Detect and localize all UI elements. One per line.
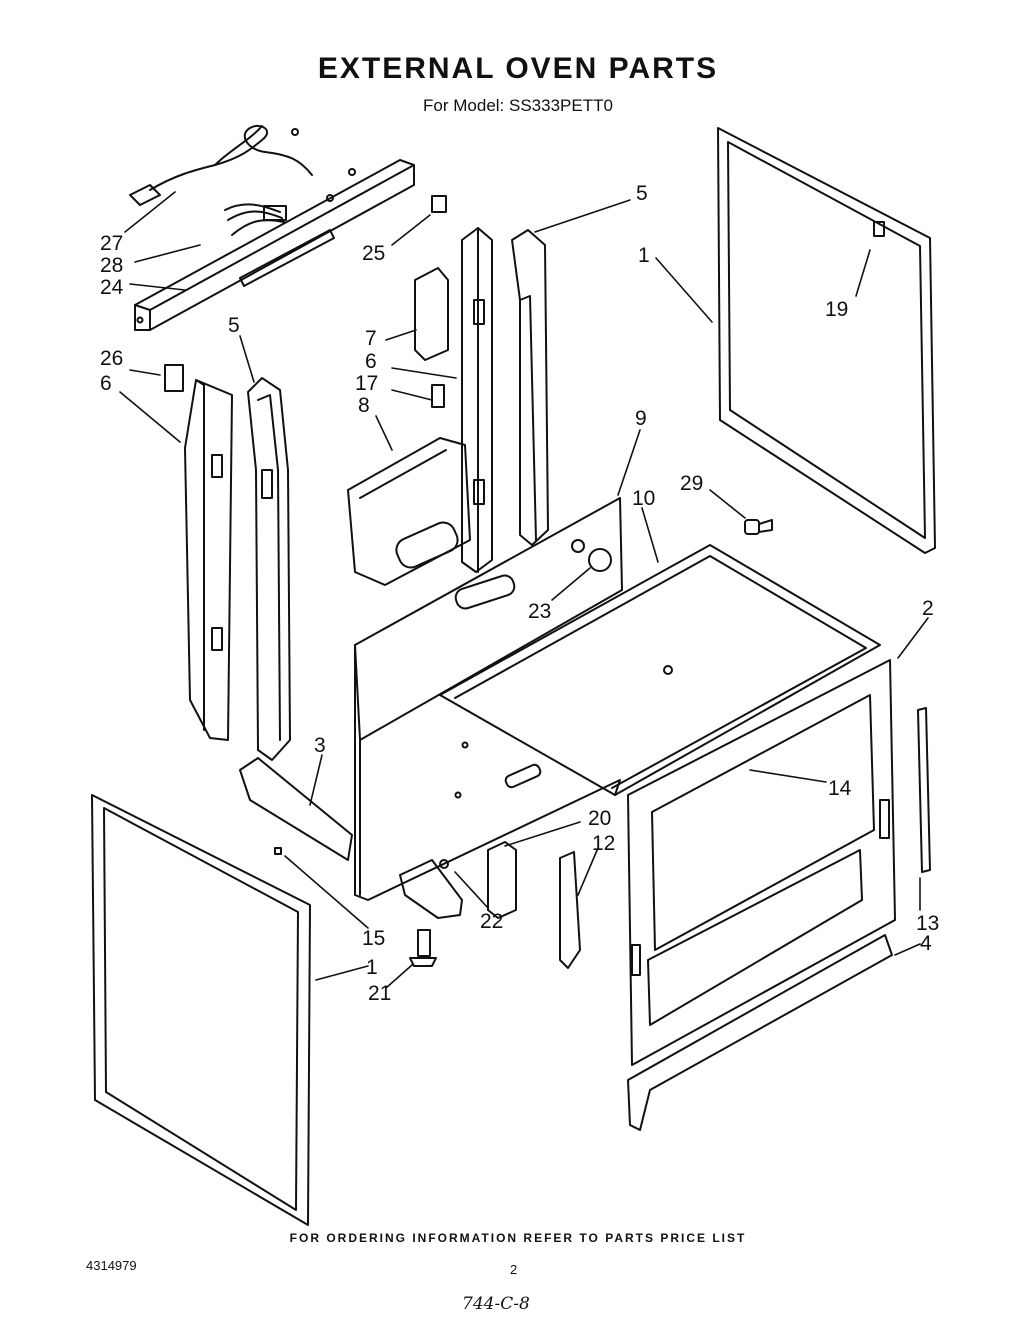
part-22-orifice	[399, 859, 463, 919]
callout-22: 22	[480, 910, 503, 933]
callout-13: 13	[916, 912, 939, 935]
part-28-wire-harness	[224, 203, 287, 236]
callout-14: 14	[828, 777, 852, 800]
callout-2: 2	[922, 597, 934, 620]
callout-29: 29	[680, 472, 703, 495]
part-26-bracket	[164, 364, 184, 392]
callout-4: 4	[920, 932, 932, 955]
callout-1a: 1	[638, 244, 650, 267]
callout-7: 7	[365, 327, 377, 350]
part-21-leveling-leg	[409, 929, 437, 967]
part-29-bolt	[744, 519, 773, 535]
part-5-side-rail-left	[247, 377, 291, 761]
page-number: 2	[510, 1262, 518, 1277]
callout-3: 3	[314, 734, 326, 757]
leader-lines	[119, 191, 929, 989]
callout-23: 23	[528, 600, 551, 623]
callout-6a: 6	[100, 372, 112, 395]
part-3-bottom-rail	[239, 757, 353, 861]
handwritten-note: 744-C-8	[462, 1294, 530, 1314]
part-15-screw	[274, 847, 282, 855]
part-4-front-bottom-rail	[627, 934, 893, 1131]
callout-21: 21	[368, 982, 391, 1005]
callout-6b: 6	[365, 350, 377, 373]
callout-19: 19	[825, 298, 848, 321]
callout-26: 26	[100, 347, 123, 370]
part-5-side-rail-right	[511, 229, 549, 546]
part-6-side-rail-left	[184, 379, 233, 741]
part-7-bracket	[414, 267, 449, 361]
part-25-clip	[431, 195, 447, 213]
cabinet-body	[354, 644, 621, 901]
part-6-channel-center	[461, 227, 493, 573]
part-13-strip	[917, 707, 931, 873]
part-27-power-cord	[129, 124, 356, 206]
callout-15: 15	[362, 927, 385, 950]
part-24-rear-trim	[134, 159, 415, 331]
callout-25: 25	[362, 242, 385, 265]
callout-5b: 5	[228, 314, 240, 337]
ordering-note: FOR ORDERING INFORMATION REFER TO PARTS …	[289, 1231, 747, 1245]
callout-28: 28	[100, 254, 123, 277]
part-1-side-panel-right	[717, 127, 936, 554]
callout-12: 12	[592, 832, 615, 855]
callout-27: 27	[100, 232, 123, 255]
part-20-bracket	[487, 841, 517, 919]
callout-17: 17	[355, 372, 378, 395]
callout-8: 8	[358, 394, 370, 417]
part-17-clip	[431, 384, 445, 408]
callout-20: 20	[588, 807, 611, 830]
callout-5a: 5	[636, 182, 648, 205]
callout-labels: 27 28 24 25 5 1 19 26 6 5 7 6 17 8 9 10 …	[100, 182, 939, 1005]
part-1-side-panel-left	[91, 794, 311, 1226]
callout-9: 9	[635, 407, 647, 430]
document-number: 4314979	[86, 1258, 137, 1273]
callout-10: 10	[632, 487, 655, 510]
part-9-back-panel	[354, 497, 623, 741]
callout-1b: 1	[366, 956, 378, 979]
part-2-front-frame	[627, 659, 896, 1066]
part-8-burner-box	[347, 437, 471, 586]
part-10-oven-top	[439, 544, 881, 796]
part-12-hinge	[559, 851, 581, 969]
model-subtitle: For Model: SS333PETT0	[423, 96, 613, 115]
page-title: EXTERNAL OVEN PARTS	[317, 52, 719, 85]
callout-24: 24	[100, 276, 124, 299]
